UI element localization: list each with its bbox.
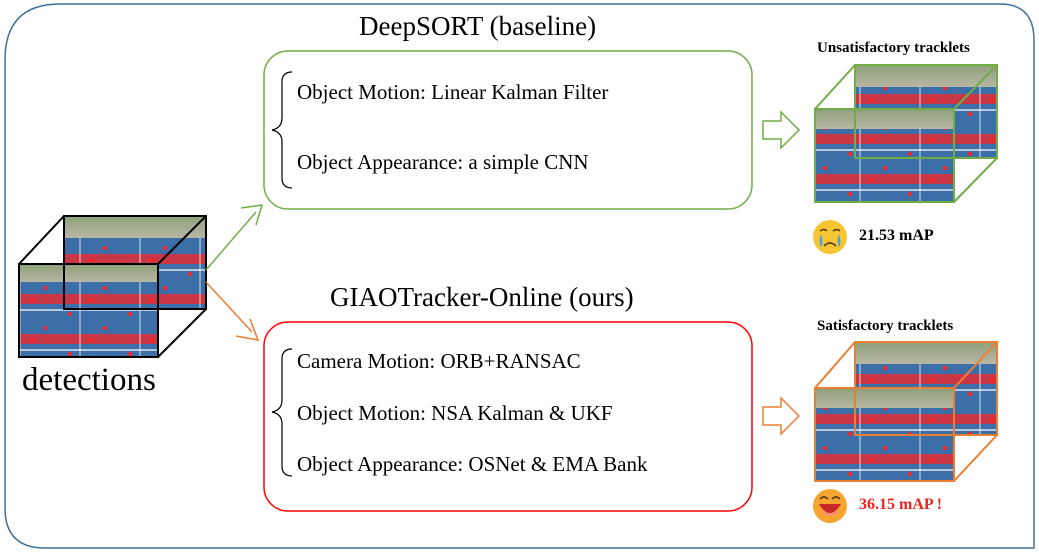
detections-label: detections: [22, 362, 156, 398]
ours-item-object-motion: Object Motion: NSA Kalman & UKF: [297, 401, 613, 425]
detections-cube: [18, 215, 207, 358]
laughing-face-icon: [813, 489, 847, 523]
unsatisfactory-tracklets-label: Unsatisfactory tracklets: [817, 40, 970, 56]
outer-frame: [4, 3, 1035, 549]
arrow-to-ours: [205, 281, 260, 341]
baseline-box: [263, 50, 753, 210]
ours-map-score: 36.15 mAP !: [859, 496, 943, 513]
arrow-to-baseline: [205, 204, 264, 271]
crying-face-icon: [813, 220, 847, 254]
baseline-item-appearance: Object Appearance: a simple CNN: [297, 150, 589, 174]
satisfactory-tracklets-label: Satisfactory tracklets: [817, 318, 954, 334]
satisfactory-tracklets-cube: [814, 341, 998, 482]
ours-brace: [271, 348, 293, 477]
baseline-title: DeepSORT (baseline): [359, 11, 597, 41]
ours-title: GIAOTracker-Online (ours): [330, 282, 634, 312]
ours-box: [263, 321, 753, 512]
baseline-brace: [271, 71, 293, 189]
block-arrow-ours: [762, 396, 801, 436]
ours-item-camera-motion: Camera Motion: ORB+RANSAC: [297, 349, 581, 373]
ours-item-appearance: Object Appearance: OSNet & EMA Bank: [297, 452, 648, 476]
unsatisfactory-tracklets-cube: [814, 64, 998, 203]
baseline-map-score: 21.53 mAP: [859, 227, 934, 244]
block-arrow-baseline: [762, 110, 801, 150]
baseline-item-motion: Object Motion: Linear Kalman Filter: [297, 80, 609, 104]
